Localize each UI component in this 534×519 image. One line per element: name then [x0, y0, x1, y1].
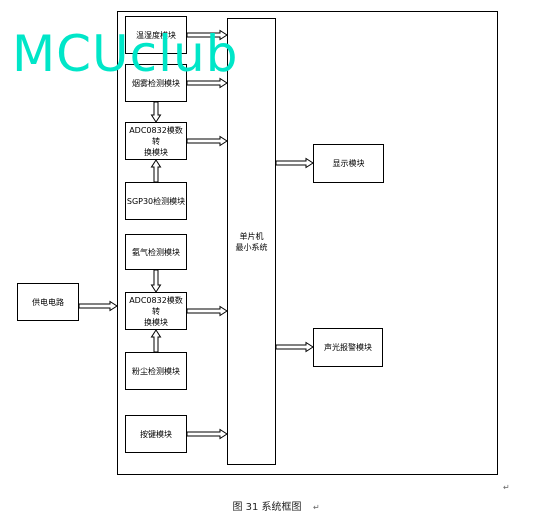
smoke-detection-module-box: 烟雾检测模块 [125, 64, 187, 102]
arrow-temp-to-mcu [186, 29, 228, 41]
arrow-dust-to-adc [150, 329, 162, 353]
ammonia-module-box: 氨气检测模块 [125, 234, 187, 270]
temp-humidity-module-box: 温湿度模块 [125, 16, 187, 54]
arrow-adc-bottom-to-mcu [186, 305, 228, 317]
watermark-logo: MCUclub [12, 25, 239, 83]
power-supply-box: 供电电路 [17, 283, 79, 321]
arrow-keys-to-mcu [186, 428, 228, 440]
arrow-mcu-to-display [275, 157, 314, 169]
arrow-mcu-to-alarm [275, 341, 314, 353]
paragraph-mark: ↵ [503, 483, 510, 492]
figure-caption: 图 31 系统框图 [232, 502, 302, 513]
arrow-sgp30-to-adc [150, 159, 162, 183]
sound-light-alarm-box: 声光报警模块 [313, 328, 383, 367]
paragraph-mark: ↵ [313, 503, 320, 512]
key-module-box: 按键模块 [125, 415, 187, 453]
adc-module-top-box: ADC0832模数转 换模块 [125, 122, 187, 160]
sgp30-module-box: SGP30检测模块 [125, 182, 187, 220]
system-frame [117, 11, 498, 475]
arrow-adc-top-to-mcu [186, 135, 228, 147]
arrow-smoke-to-mcu [186, 77, 228, 89]
arrow-ammonia-to-adc [150, 269, 162, 293]
arrow-power-to-system [78, 300, 118, 312]
mcu-minimum-system-box: 单片机 最小系统 [227, 18, 276, 465]
arrow-smoke-to-adc [150, 101, 162, 123]
dust-detection-module-box: 粉尘检测模块 [125, 352, 187, 390]
adc-module-bottom-box: ADC0832模数转 换模块 [125, 292, 187, 330]
display-module-box: 显示模块 [313, 144, 384, 183]
